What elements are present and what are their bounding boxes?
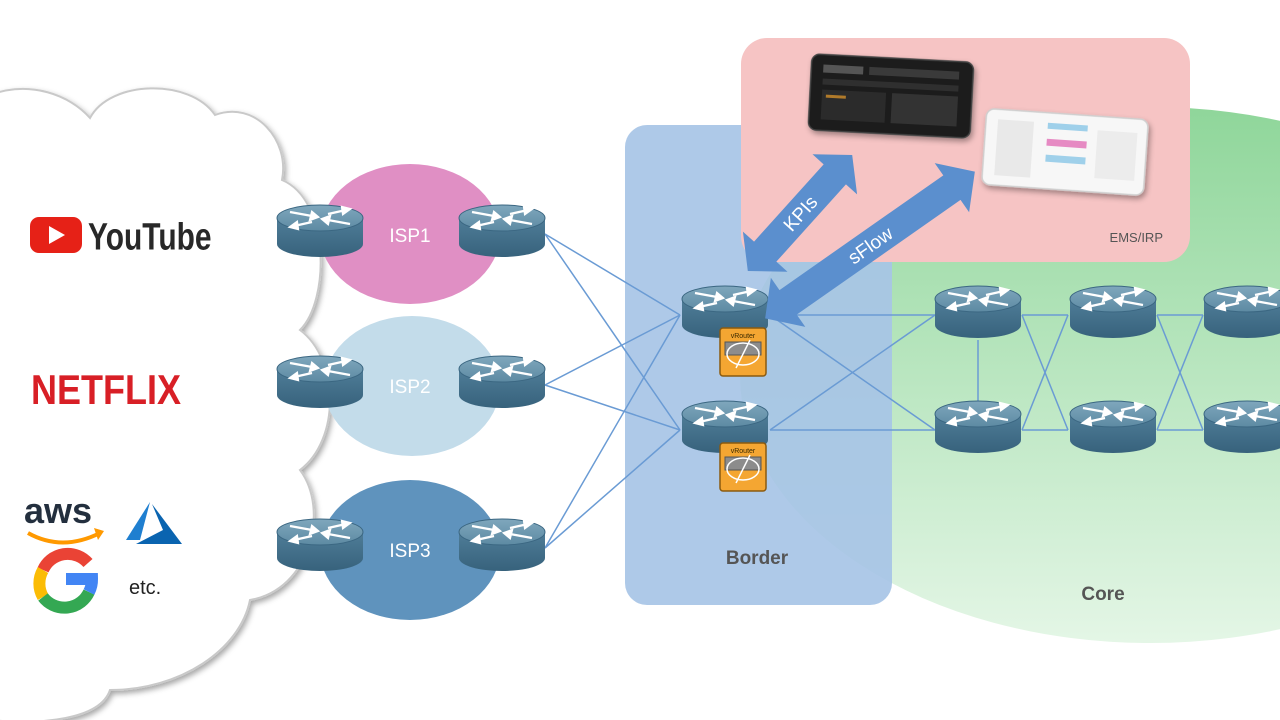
isp2-zone [324,316,500,456]
netflix-logo: NETFLIX [31,366,181,413]
isp1-zone [320,164,500,304]
ems-irp-label: EMS/IRP [1110,230,1163,245]
svg-text:aws: aws [24,490,92,531]
isp2-label: ISP2 [389,377,430,398]
core-label: Core [1081,584,1124,605]
youtube-text: YouTube [88,216,212,258]
svg-text:vRouter: vRouter [731,333,756,340]
border-label: Border [726,548,789,569]
dark-dashboard-thumbnail [807,53,975,139]
core-router-1 [933,284,1023,340]
isp1-label: ISP1 [389,226,430,247]
vrouter-badge-2: vRouter [719,442,767,492]
light-dashboard-thumbnail [981,108,1149,196]
core-links [769,314,1204,431]
core-router-3 [1068,284,1158,340]
google-logo [33,547,98,614]
provider-router-1 [275,203,365,259]
vrouter-badge-1: vRouter [719,327,767,377]
core-router-2 [933,399,1023,455]
svg-text:vRouter: vRouter [731,448,756,455]
core-router-4 [1068,399,1158,455]
aws-logo: aws [24,490,104,545]
isp3-router [457,517,547,573]
youtube-logo: YouTube [30,216,212,259]
core-router-6 [1202,399,1280,455]
azure-logo [126,502,182,544]
provider-router-3 [275,517,365,573]
core-router-5 [1202,284,1280,340]
isp2-router [457,354,547,410]
isp1-router [457,203,547,259]
etc-label: etc. [129,577,161,599]
provider-router-2 [275,354,365,410]
isp3-label: ISP3 [389,541,430,562]
isp-border-links [544,233,681,549]
isp3-zone [320,480,500,620]
